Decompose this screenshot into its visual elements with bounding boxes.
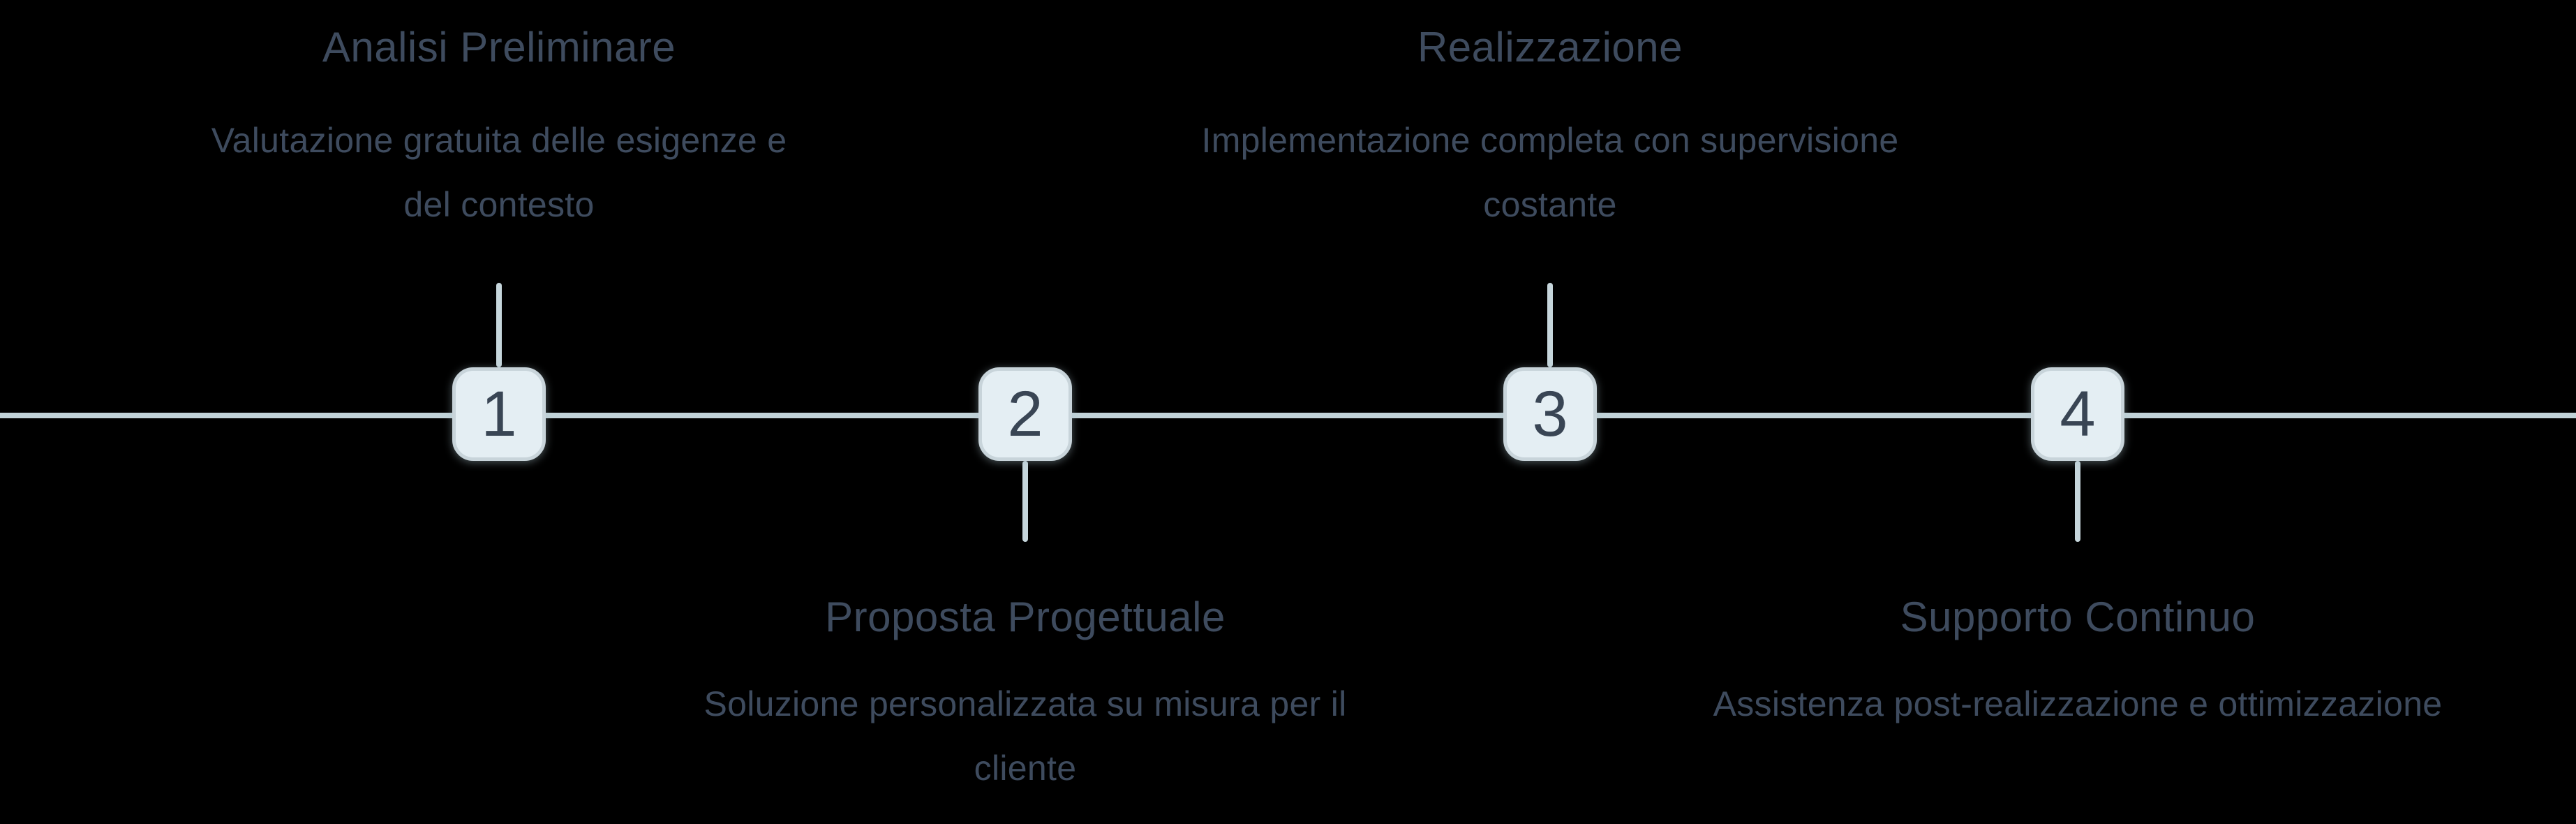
step-title: Realizzazione [1417,24,1683,71]
step-title: Supporto Continuo [1900,594,2256,640]
step-title: Analisi Preliminare [322,24,676,71]
step-title: Proposta Progettuale [825,594,1226,640]
step-connector-line [2075,461,2080,542]
timeline-axis-line [0,413,2576,418]
step-number-box: 4 [2031,367,2124,461]
step-number-box: 2 [978,367,1072,461]
step-subtitle: Assistenza post-realizzazione e ottimizz… [1713,684,2443,723]
step-number: 4 [2060,378,2096,450]
step-connector-line [1547,283,1553,367]
step-connector-line [496,283,502,367]
step-subtitle: Valutazione gratuita delle esigenze e de… [211,121,787,224]
step-number-box: 3 [1503,367,1597,461]
step-number: 2 [1007,378,1043,450]
step-number-box: 1 [452,367,546,461]
step-subtitle: Implementazione completa con supervision… [1201,121,1899,224]
step-number: 1 [481,378,517,450]
step-subtitle: Soluzione personalizzata su misura per i… [703,684,1347,788]
step-number: 3 [1532,378,1568,450]
step-connector-line [1022,461,1028,542]
